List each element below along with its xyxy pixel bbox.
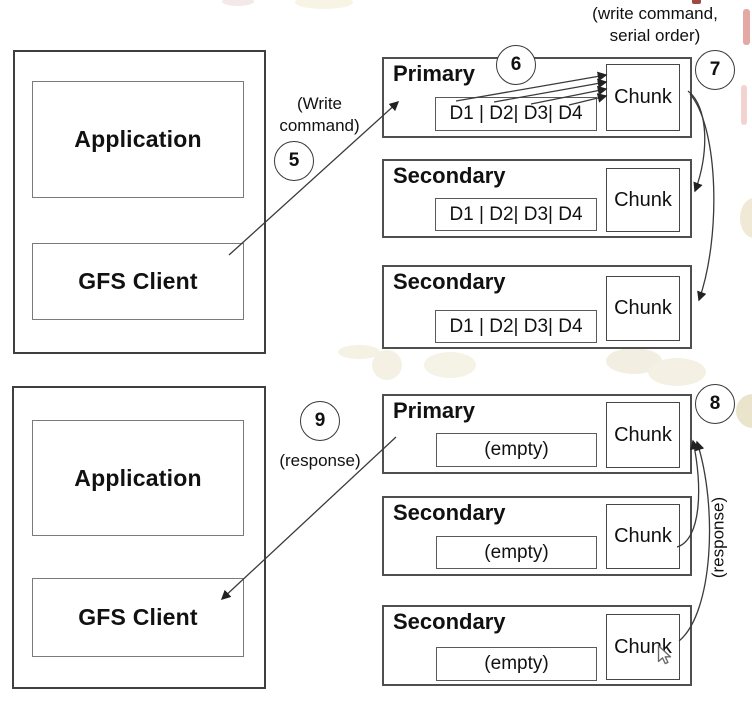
primary-label: Primary [393,61,475,86]
step-circle-7: 7 [695,50,735,90]
background-blob [648,358,706,386]
step-circle-6: 6 [496,45,536,85]
application-label: Application [74,126,202,152]
secondary-buffer-box-top-1: D1 | D2| D3| D4 [435,198,597,231]
secondary-chunk-box-bottom-1: Chunk [606,504,680,569]
secondary-label: Secondary [393,269,506,294]
step-circle-9: 9 [300,401,340,441]
primary-chunk-box-bottom: Chunk [606,402,680,468]
secondary-label: Secondary [393,500,506,525]
secondary-buffer-box-top-2: D1 | D2| D3| D4 [435,310,597,343]
background-blob [741,85,747,125]
response-note-vertical: (response) [708,496,728,579]
primary-server-box-bottom: Primary (empty) Chunk [382,394,692,474]
background-blob [424,352,476,378]
background-blob [222,0,254,6]
serial-order-note: (write command, serial order) [592,4,718,45]
write-command-note: (Write command) [279,94,360,135]
background-blob [295,0,353,9]
background-blob [692,0,701,4]
background-blob [372,350,402,380]
gfs-client-box-bottom: GFS Client [32,578,244,657]
gfs-client-label: GFS Client [78,604,198,630]
step-circle-5: 5 [274,141,314,181]
background-blob [736,394,752,428]
primary-chunk-box-top: Chunk [606,64,680,131]
background-blob [743,9,750,45]
application-label: Application [74,464,202,491]
secondary-chunk-box-top-1: Chunk [606,168,680,232]
application-box-bottom: Application [32,420,244,536]
secondary-label: Secondary [393,609,506,634]
primary-buffer-box-top: D1 | D2| D3| D4 [435,97,597,131]
primary-buffer-box-bottom: (empty) [436,433,597,467]
gfs-client-box-top: GFS Client [32,243,244,320]
application-box-top: Application [32,81,244,198]
arrow-forward-to-secondary-2 [689,93,715,302]
secondary-chunk-box-top-2: Chunk [606,276,680,341]
background-blob [338,345,380,359]
response-note: (response) [279,451,361,470]
secondary-server-box-top-1: Secondary D1 | D2| D3| D4 Chunk [382,159,692,238]
primary-server-box-top: Primary D1 | D2| D3| D4 Chunk [382,57,692,138]
secondary-label: Secondary [393,163,506,188]
secondary-server-box-top-2: Secondary D1 | D2| D3| D4 Chunk [382,265,692,349]
secondary-server-box-bottom-2: Secondary (empty) Chunk [382,605,692,686]
secondary-buffer-box-bottom-2: (empty) [436,647,597,681]
mouse-cursor-icon [657,645,672,665]
secondary-buffer-box-bottom-1: (empty) [436,536,597,569]
gfs-client-label: GFS Client [78,268,198,294]
step-circle-8: 8 [695,384,735,424]
secondary-server-box-bottom-1: Secondary (empty) Chunk [382,496,692,576]
background-blob [740,198,752,238]
secondary-chunk-box-bottom-2: Chunk [606,614,680,680]
primary-label: Primary [393,398,475,423]
